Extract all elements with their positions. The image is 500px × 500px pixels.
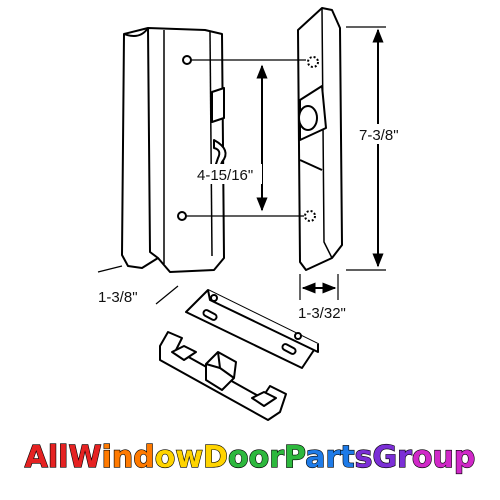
overall-height-label: 7-3/8" (359, 127, 399, 144)
overall-height-dimension: 7-3/8" (346, 26, 416, 271)
pull-width-label: 1-3/32" (298, 305, 346, 322)
inside-pull (297, 7, 343, 271)
hole-alignment-lines (186, 59, 306, 217)
handle-width-dimension: 1-3/8" (97, 265, 179, 306)
handle-width-label: 1-3/8" (98, 289, 138, 306)
pull-width-dimension: 1-3/32" (298, 274, 346, 322)
outside-handle (121, 27, 227, 273)
mounting-plate (185, 289, 319, 369)
mounting-bracket (159, 331, 287, 421)
hole-spacing-label: 4-15/16" (197, 167, 253, 184)
brand-watermark: AllWindowDoorPartsGroup (25, 440, 476, 475)
hole-spacing-dimension: 4-15/16" (196, 64, 268, 212)
